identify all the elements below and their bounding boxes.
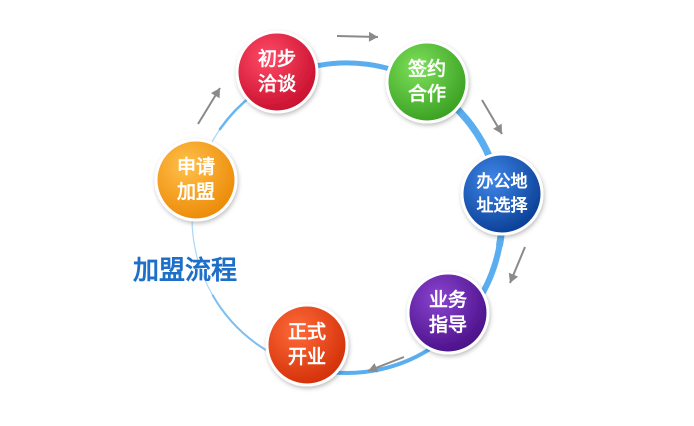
step-node-6: 申请 加盟: [154, 138, 238, 222]
step-circle: [235, 30, 319, 114]
step-node-4: 业务 指导: [406, 271, 490, 355]
step-node-1: 初步 洽谈: [235, 30, 319, 114]
step-label-line1: 正式: [288, 320, 326, 343]
flow-arrow: [197, 87, 221, 125]
step-circle: [406, 271, 490, 355]
flow-arrow: [481, 99, 503, 135]
step-label-line2: 加盟: [176, 181, 215, 203]
flow-arrows: [197, 31, 526, 373]
step-label-line2: 开业: [288, 346, 326, 368]
step-node-2: 签约 合作: [385, 40, 469, 124]
step-circle: [265, 303, 349, 387]
step-label-line2: 合作: [408, 82, 446, 105]
step-node-5: 正式 开业: [265, 303, 349, 387]
step-circle: [460, 152, 544, 236]
step-label-line2: 洽谈: [258, 72, 297, 95]
step-circle: [385, 40, 469, 124]
step-label-line2: 址选择: [477, 195, 529, 216]
flow-arrow: [367, 356, 405, 373]
step-label-line1: 签约: [407, 57, 446, 80]
step-label-line1: 申请: [177, 155, 215, 178]
step-node-3: 办公地 址选择: [460, 152, 544, 236]
step-circle: [154, 138, 238, 222]
flow-arrow: [508, 246, 526, 284]
flow-arrow: [336, 31, 379, 42]
step-label-line2: 指导: [429, 314, 467, 336]
step-label-line1: 办公地: [477, 171, 528, 192]
step-label-line1: 初步: [258, 47, 296, 70]
diagram-title: 加盟流程: [133, 256, 237, 286]
step-label-line1: 业务: [429, 288, 468, 311]
